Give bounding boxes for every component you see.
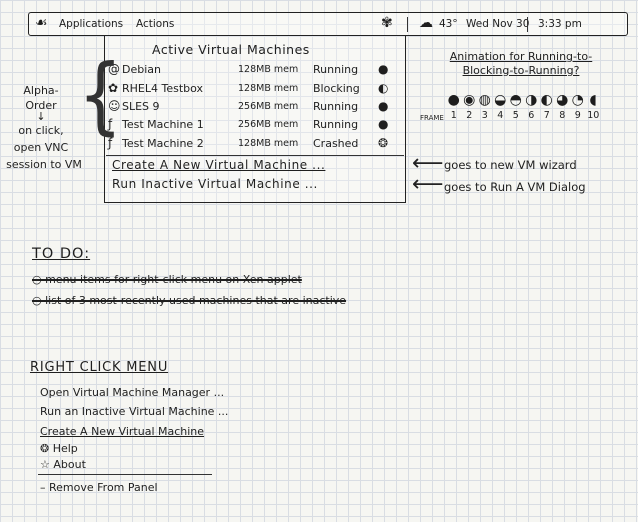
animation-title-line: Animation for Running-to- — [449, 50, 593, 63]
frame-number: 1 — [450, 110, 457, 121]
create-vm-note: goes to new VM wizard — [444, 158, 577, 172]
down-arrow-icon: ↓ — [36, 110, 46, 123]
status-crashed-icon: ❂ — [378, 136, 389, 150]
vm-item-debian[interactable]: @ Debian 128MB mem Running ● — [108, 62, 400, 80]
status-running-icon: ● — [378, 62, 389, 76]
run-vm-note: goes to Run A VM Dialog — [444, 180, 586, 194]
status-running-icon: ● — [378, 117, 389, 131]
vm-status: Blocking — [313, 82, 360, 95]
left-arrow-icon: ⟵ — [412, 172, 444, 197]
menu-divider — [106, 155, 404, 157]
todo-heading: TO DO: — [32, 246, 91, 262]
frame-number: 6 — [528, 110, 535, 121]
rc-item-run-inactive[interactable]: Run an Inactive Virtual Machine ... — [40, 405, 229, 418]
status-blocking-icon: ◐ — [378, 81, 389, 95]
weather-icon[interactable]: ☁ — [419, 15, 433, 31]
frame-icon: ◖ — [589, 92, 597, 108]
gnome-foot-icon[interactable]: ☙ — [35, 15, 48, 31]
left-note-line: Order — [25, 99, 57, 112]
frame-icon: ◓ — [509, 92, 522, 108]
frame-icon: ◉ — [463, 92, 476, 108]
rc-item-about[interactable]: ☆ About — [40, 458, 86, 471]
redhat-icon: ✿ — [108, 81, 119, 95]
rc-item-remove-from-panel[interactable]: – Remove From Panel — [40, 481, 158, 494]
rc-divider — [38, 474, 212, 476]
animation-title: Animation for Running-to- Blocking-to-Ru… — [436, 50, 606, 78]
debian-icon: @ — [108, 62, 120, 76]
vm-name: Test Machine 2 — [122, 137, 204, 150]
frame-number: 3 — [481, 110, 488, 121]
vm-name: SLES 9 — [122, 100, 160, 113]
vm-item-sles9[interactable]: ☺ SLES 9 256MB mem Running ● — [108, 99, 400, 117]
applications-menu[interactable]: Applications — [59, 18, 124, 30]
rc-item-help[interactable]: ❂ Help — [40, 442, 78, 455]
vm-item-test-machine-1[interactable]: ƒ Test Machine 1 256MB mem Running ● — [108, 117, 400, 135]
vm-memory: 256MB mem — [238, 101, 299, 112]
vm-status: Running — [313, 100, 359, 113]
frame-number: 7 — [543, 110, 550, 121]
left-note-line: open VNC — [13, 141, 69, 154]
generic-vm-icon: ƒ — [108, 117, 113, 131]
todo-item: ○ list of 3 most-recently used machines … — [32, 294, 347, 307]
actions-menu[interactable]: Actions — [136, 18, 175, 30]
top-panel: ☙ Applications Actions ✾ ☁ 43° Wed Nov 3… — [28, 12, 628, 36]
vm-memory: 128MB mem — [238, 138, 299, 149]
vm-name: Debian — [122, 63, 161, 76]
rc-item-create-vm[interactable]: Create A New Virtual Machine — [40, 425, 205, 438]
frame-number: 8 — [559, 110, 566, 121]
vm-name: Test Machine 1 — [122, 118, 204, 131]
vm-name: RHEL4 Testbox — [122, 82, 204, 95]
frame-icon: ◒ — [494, 92, 507, 108]
frame-number: 2 — [466, 110, 473, 121]
vm-memory: 256MB mem — [238, 119, 299, 130]
generic-vm-icon: ƒ — [108, 136, 113, 150]
rc-item-open-manager[interactable]: Open Virtual Machine Manager ... — [40, 386, 225, 399]
frame-number: 5 — [512, 110, 519, 121]
active-vm-menu — [104, 36, 406, 203]
vm-item-rhel4[interactable]: ✿ RHEL4 Testbox 128MB mem Blocking ◐ — [108, 81, 400, 99]
left-note-line: Alpha- — [23, 84, 59, 97]
frame-icon: ◑ — [525, 92, 538, 108]
frame-icon: ● — [447, 92, 460, 108]
brace-mark: { — [78, 45, 123, 145]
panel-separator — [407, 17, 409, 32]
vm-status: Running — [313, 63, 359, 76]
frame-number: 9 — [574, 110, 581, 121]
frame-icon: ◍ — [478, 92, 491, 108]
clock[interactable]: 3:33 pm — [538, 18, 582, 30]
frame-icon: ◕ — [556, 92, 569, 108]
panel-separator — [527, 17, 529, 32]
menu-title: Active Virtual Machines — [152, 42, 310, 57]
animation-frames: ●◉◍◒◓◑◐◕◔ ◖ — [446, 92, 601, 108]
vm-item-test-machine-2[interactable]: ƒ Test Machine 2 128MB mem Crashed ❂ — [108, 136, 400, 154]
create-vm-menu-item[interactable]: Create A New Virtual Machine ... — [112, 158, 326, 172]
todo-item: ○ menu items for right-click menu on Xen… — [32, 273, 302, 286]
xen-applet-icon[interactable]: ✾ — [381, 15, 393, 31]
left-note-line: session to VM — [6, 158, 82, 171]
vm-status: Running — [313, 118, 359, 131]
frame-icon: ◔ — [571, 92, 584, 108]
run-inactive-vm-menu-item[interactable]: Run Inactive Virtual Machine ... — [112, 177, 318, 191]
animation-title-line: Blocking-to-Running? — [462, 64, 580, 77]
status-running-icon: ● — [378, 99, 389, 113]
date[interactable]: Wed Nov 30 — [466, 18, 530, 30]
vm-status: Crashed — [313, 137, 359, 150]
temperature: 43° — [439, 18, 458, 30]
left-arrow-icon: ⟵ — [412, 151, 444, 176]
frame-label: FRAME — [420, 114, 444, 122]
frame-number: 4 — [497, 110, 504, 121]
vm-memory: 128MB mem — [238, 64, 299, 75]
vm-memory: 128MB mem — [238, 83, 299, 94]
frame-icon: ◐ — [540, 92, 553, 108]
left-note-line: on click, — [18, 124, 64, 137]
suse-icon: ☺ — [108, 99, 121, 113]
right-click-heading: RIGHT CLICK MENU — [30, 360, 169, 375]
frame-number: 10 — [587, 110, 600, 121]
